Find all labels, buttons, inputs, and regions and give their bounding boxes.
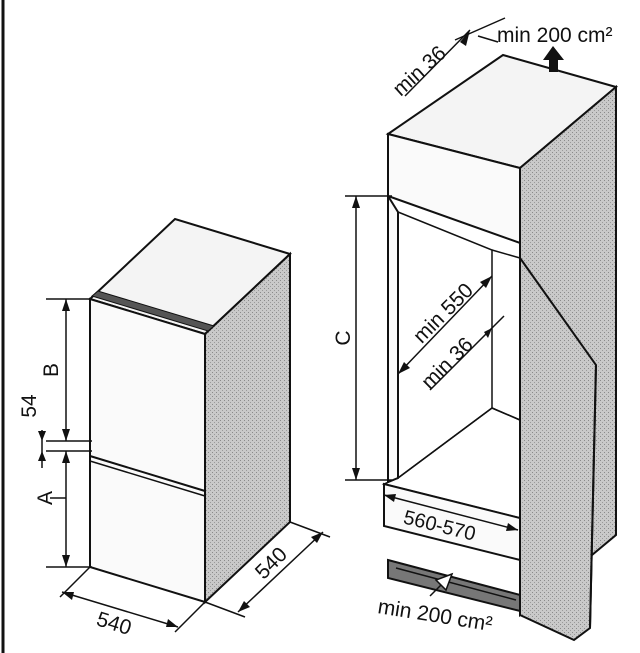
bottom-vent-arrow xyxy=(429,572,454,597)
cabinet-open-door xyxy=(519,254,598,642)
fridge-door-split xyxy=(89,455,206,492)
label-top-vent: min 200 cm² xyxy=(497,24,613,47)
niche-width-dim xyxy=(383,494,519,531)
niche-left-wall xyxy=(387,192,399,484)
label-inner-depth: min 550 xyxy=(409,279,478,348)
label-top-clearance: min 36 xyxy=(389,42,451,101)
fridge-hinge-strip xyxy=(90,290,216,332)
fridge-height-dims xyxy=(38,298,92,568)
fridge-depth-dim xyxy=(204,521,331,618)
label-dim-gap: 54 xyxy=(18,394,41,418)
label-dim-a: A xyxy=(34,491,57,505)
cabinet-upper-front xyxy=(387,132,521,245)
fridge-front-face xyxy=(89,297,206,604)
inner-depth-dim xyxy=(397,275,493,375)
fridge-unit xyxy=(88,217,292,605)
label-niche-height: C xyxy=(332,330,355,345)
side-clearance-dim xyxy=(429,315,505,391)
niche-back-wall xyxy=(397,210,493,480)
niche-cabinet xyxy=(381,53,619,642)
fridge-width-dim xyxy=(59,566,206,633)
top-clearance-dim xyxy=(404,17,506,97)
label-dim-b: B xyxy=(40,363,63,377)
niche-height-dim xyxy=(345,195,392,481)
top-vent-arrow xyxy=(543,46,564,72)
label-bottom-vent: min 200 cm² xyxy=(376,595,494,636)
